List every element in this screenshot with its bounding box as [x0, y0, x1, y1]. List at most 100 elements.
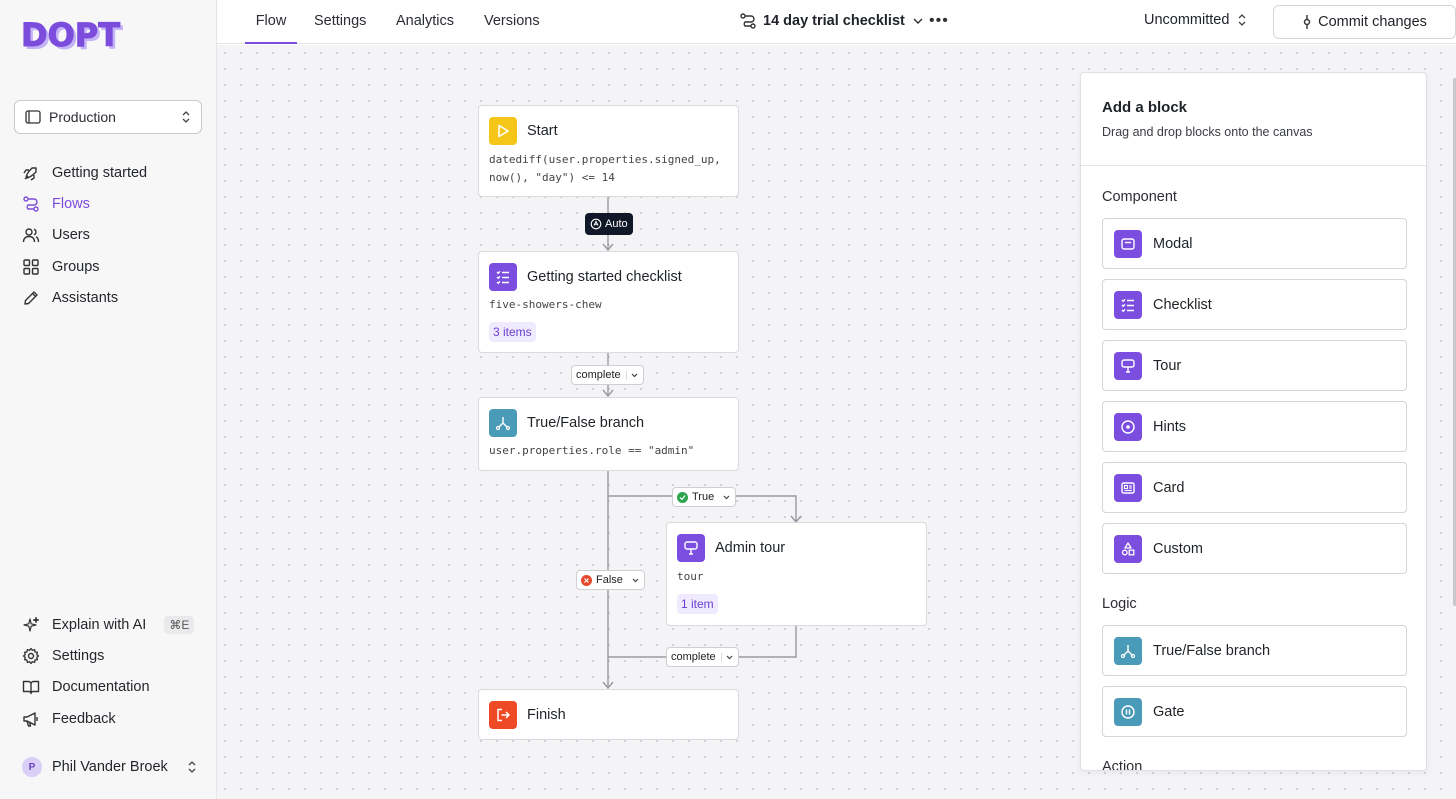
grid-icon: [23, 258, 39, 275]
environment-label: Production: [49, 109, 116, 125]
block-tour[interactable]: Tour: [1102, 340, 1407, 391]
edge-complete-label[interactable]: complete: [571, 365, 644, 385]
edge-true-label[interactable]: True: [672, 487, 737, 507]
node-title: Admin tour: [715, 540, 786, 556]
nav-assistants[interactable]: Assistants: [22, 282, 202, 313]
block-label: Checklist: [1153, 296, 1212, 313]
modal-icon: [1114, 229, 1142, 258]
nav-getting-started[interactable]: Getting started: [22, 157, 202, 188]
edge-label-text: False: [596, 574, 623, 586]
block-label: Hints: [1153, 418, 1187, 435]
sparkle-icon: [23, 616, 40, 632]
nav-label: Settings: [52, 647, 105, 664]
block-label: Card: [1153, 479, 1185, 496]
nav-label: Assistants: [52, 289, 119, 306]
main-nav: Getting started Flows Users Groups Assis…: [22, 157, 202, 313]
nav-label: Groups: [52, 258, 100, 275]
nav-groups[interactable]: Groups: [22, 251, 202, 282]
flow-canvas[interactable]: Start datediff(user.properties.signed_up…: [217, 45, 1456, 799]
hints-icon: [1114, 412, 1142, 441]
version-status-select[interactable]: Uncommitted: [1144, 12, 1247, 28]
tab-settings[interactable]: Settings: [314, 13, 367, 29]
chevron-down-icon: [913, 18, 923, 25]
nav-users[interactable]: Users: [22, 220, 202, 251]
bottom-nav: Explain with AI ⌘E Settings Documentatio…: [22, 609, 202, 734]
more-options-icon[interactable]: •••: [929, 12, 949, 29]
block-true-false-branch[interactable]: True/False branch: [1102, 625, 1407, 676]
commit-changes-button[interactable]: Commit changes: [1273, 5, 1456, 39]
user-menu[interactable]: P Phil Vander Broek: [22, 757, 197, 777]
window-icon: [25, 110, 41, 124]
block-checklist[interactable]: Checklist: [1102, 279, 1407, 330]
play-icon: [489, 117, 517, 145]
node-identifier: five-showers-chew: [489, 298, 602, 311]
block-label: Tour: [1153, 357, 1182, 374]
commit-icon: [1303, 15, 1311, 29]
panel-scrollbar[interactable]: [1453, 78, 1456, 606]
node-header: Admin tour: [677, 534, 785, 562]
panel-title: Add a block: [1102, 99, 1188, 116]
edge-label-text: complete: [576, 369, 621, 381]
block-card[interactable]: Card: [1102, 462, 1407, 513]
nav-label: Users: [52, 227, 90, 244]
svg-text:DOPT: DOPT: [24, 19, 123, 52]
chevron-updown-icon: [1238, 14, 1246, 26]
svg-text:DOPT: DOPT: [21, 18, 120, 52]
avatar: P: [22, 757, 42, 777]
environment-select[interactable]: Production: [14, 100, 202, 134]
edge-auto-label[interactable]: Auto: [585, 213, 633, 235]
nav-feedback[interactable]: Feedback: [22, 703, 202, 734]
node-header: Getting started checklist: [489, 263, 682, 291]
checklist-icon: [1114, 290, 1142, 319]
block-hints[interactable]: Hints: [1102, 401, 1407, 452]
node-finish[interactable]: Finish: [478, 689, 739, 740]
exit-icon: [489, 701, 517, 729]
block-custom[interactable]: Custom: [1102, 523, 1407, 574]
node-condition: user.properties.role == "admin": [489, 444, 695, 457]
items-badge: 1 item: [677, 594, 718, 614]
edge-complete-label[interactable]: complete: [666, 647, 739, 667]
arrow-icon: [602, 681, 614, 690]
status-label: Uncommitted: [1144, 12, 1230, 28]
node-title: Getting started checklist: [527, 269, 682, 285]
block-label: Modal: [1153, 235, 1193, 252]
edge-false-label[interactable]: False: [576, 570, 645, 590]
tab-analytics[interactable]: Analytics: [396, 13, 455, 29]
node-start[interactable]: Start datediff(user.properties.signed_up…: [478, 105, 739, 197]
node-checklist[interactable]: Getting started checklist five-showers-c…: [478, 251, 739, 353]
nav-label: Flows: [52, 195, 90, 212]
checklist-icon: [489, 263, 517, 291]
nav-documentation[interactable]: Documentation: [22, 672, 202, 703]
chevron-down-icon: [625, 370, 639, 380]
node-branch[interactable]: True/False branch user.properties.role =…: [478, 397, 739, 471]
tab-flow[interactable]: Flow: [245, 0, 297, 44]
users-icon: [22, 228, 40, 243]
shortcut-badge: ⌘E: [164, 615, 195, 634]
chevron-updown-icon: [182, 111, 190, 123]
nav-label: Feedback: [52, 710, 116, 727]
edge-label-text: Auto: [605, 218, 628, 230]
node-admin-tour[interactable]: Admin tour tour 1 item: [666, 522, 927, 626]
node-header: Finish: [489, 701, 566, 729]
edge-label-text: True: [692, 491, 715, 503]
block-gate[interactable]: Gate: [1102, 686, 1407, 737]
flow-title: 14 day trial checklist: [763, 13, 905, 29]
branch-icon: [1114, 636, 1142, 665]
flow-icon: [740, 13, 756, 29]
tour-icon: [1114, 351, 1142, 380]
megaphone-icon: [23, 711, 38, 727]
nav-explain-ai[interactable]: Explain with AI ⌘E: [22, 609, 202, 640]
dopt-logo[interactable]: DOPT DOPT: [20, 16, 138, 58]
node-identifier: tour: [677, 570, 704, 583]
nav-settings[interactable]: Settings: [22, 640, 202, 671]
node-title: True/False branch: [527, 415, 645, 431]
flow-title-select[interactable]: 14 day trial checklist: [739, 12, 931, 30]
tab-versions[interactable]: Versions: [484, 13, 540, 29]
block-label: True/False branch: [1153, 642, 1271, 659]
add-block-panel: Add a block Drag and drop blocks onto th…: [1080, 72, 1427, 771]
section-action-title: Action: [1102, 759, 1143, 771]
node-title: Finish: [527, 707, 566, 723]
nav-flows[interactable]: Flows: [22, 188, 202, 219]
custom-icon: [1114, 534, 1142, 563]
block-modal[interactable]: Modal: [1102, 218, 1407, 269]
